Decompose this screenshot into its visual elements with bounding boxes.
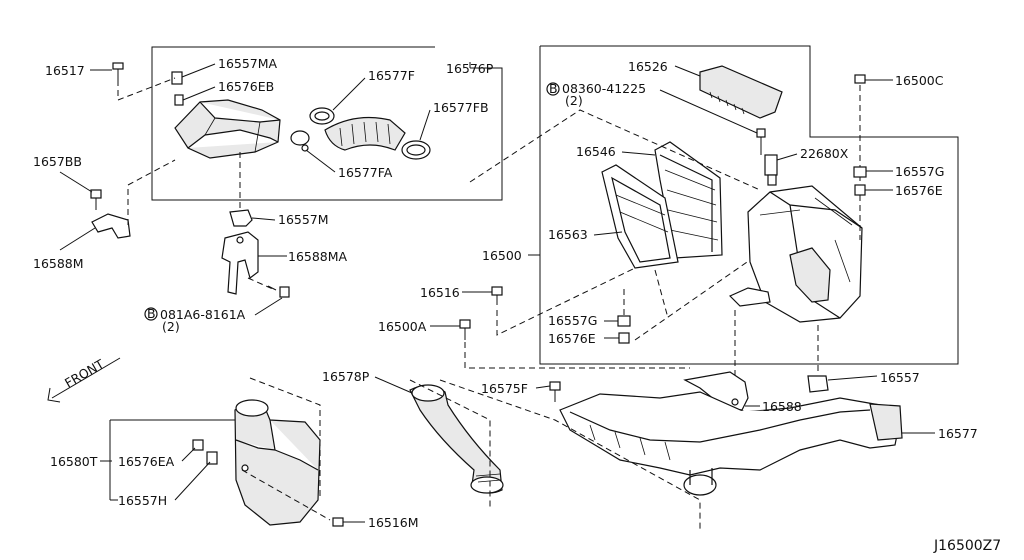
- label-16557MA: 16557MA: [218, 56, 278, 71]
- bolt-16516[interactable]: [491, 286, 503, 305]
- label-16576E-right: 16576E: [895, 183, 943, 198]
- bracket-16588[interactable]: [683, 371, 749, 411]
- label-16557H: 16557H: [118, 493, 167, 508]
- filter-cover-16526[interactable]: [699, 65, 783, 119]
- label-16577FA: 16577FA: [338, 165, 393, 180]
- duct-16578P[interactable]: [409, 384, 504, 494]
- bracket-16588M[interactable]: [91, 213, 131, 239]
- label-16557G-right: 16557G: [895, 164, 944, 179]
- label-16575F: 16575F: [481, 381, 528, 396]
- clamp-16577FA[interactable]: [290, 130, 310, 152]
- label-16588M: 16588M: [33, 256, 84, 271]
- label-16500C: 16500C: [895, 73, 944, 88]
- label-16557M: 16557M: [278, 212, 329, 227]
- bolt-081A6[interactable]: [267, 285, 290, 298]
- clamp-16577F[interactable]: [309, 107, 335, 125]
- clip-16500C[interactable]: [854, 74, 866, 84]
- label-081A6-qty: (2): [162, 319, 180, 334]
- label-16576E-left: 16576E: [548, 331, 596, 346]
- bolt-1657BB[interactable]: [90, 189, 102, 210]
- label-16500A: 16500A: [378, 319, 427, 334]
- reference-code: J16500Z7: [933, 538, 1001, 554]
- clamp-right[interactable]: [401, 140, 431, 160]
- label-08360-41225: 08360-41225: [562, 81, 646, 96]
- label-16577: 16577: [938, 426, 978, 441]
- label-16576EA: 16576EA: [118, 454, 175, 469]
- resonator-16580T[interactable]: [234, 399, 321, 526]
- b-mark-left: B: [147, 306, 156, 321]
- grommet-16557G-right[interactable]: [853, 166, 867, 178]
- grommet-16576E-right[interactable]: [854, 184, 866, 196]
- label-16577FB: 16577FB: [433, 100, 489, 115]
- label-16576P: 16576P: [446, 61, 494, 76]
- air-cleaner-body-16500[interactable]: [747, 185, 863, 323]
- inlet-resonator-part[interactable]: [174, 99, 281, 159]
- label-16516M: 16516M: [368, 515, 419, 530]
- label-16546: 16546: [576, 144, 616, 159]
- mount-bracket-small[interactable]: [728, 287, 771, 307]
- group-box-air-cleaner: [539, 45, 959, 365]
- front-arrow-icon: [47, 357, 121, 403]
- b-mark-right: B: [549, 81, 558, 96]
- clip-16557MA[interactable]: [171, 71, 183, 85]
- grommet-16576EA[interactable]: [192, 439, 204, 451]
- clip-16557M[interactable]: [229, 209, 253, 227]
- label-1657BB: 1657BB: [33, 154, 82, 169]
- clip-16557H[interactable]: [206, 451, 218, 465]
- front-label: FRONT: [62, 356, 107, 391]
- label-16563: 16563: [548, 227, 588, 242]
- group-box-inlet: [151, 46, 503, 201]
- grommet-16557G-left[interactable]: [617, 315, 631, 327]
- label-16577F: 16577F: [368, 68, 415, 83]
- intake-duct-16577[interactable]: [559, 391, 903, 496]
- label-16517: 16517: [45, 63, 85, 78]
- label-16576EB: 16576EB: [218, 79, 274, 94]
- frame-16563[interactable]: [601, 164, 679, 269]
- hose-16577FB[interactable]: [324, 116, 406, 151]
- bolt-16575F[interactable]: [549, 381, 561, 402]
- bolt-08360[interactable]: [756, 128, 766, 155]
- label-081A6-8161A: 081A6-8161A: [160, 307, 246, 322]
- clip-16557[interactable]: [807, 375, 829, 393]
- bolt-16516M[interactable]: [332, 517, 365, 527]
- bolt-16500A[interactable]: [459, 319, 471, 340]
- label-16580T: 16580T: [50, 454, 98, 469]
- label-16557: 16557: [880, 370, 920, 385]
- label-08360-qty: (2): [565, 93, 583, 108]
- label-16588: 16588: [762, 399, 802, 414]
- label-16500: 16500: [482, 248, 522, 263]
- label-16557G-left: 16557G: [548, 313, 597, 328]
- grommet-16576E-left[interactable]: [618, 332, 630, 344]
- label-16588MA: 16588MA: [288, 249, 348, 264]
- label-16516: 16516: [420, 285, 460, 300]
- bracket-16588MA[interactable]: [221, 231, 259, 295]
- label-16578P: 16578P: [322, 369, 370, 384]
- grommet-16576EB[interactable]: [174, 94, 184, 106]
- label-16526: 16526: [628, 59, 668, 74]
- bolt-16517[interactable]: [112, 62, 124, 80]
- label-22680X: 22680X: [800, 146, 849, 161]
- sensor-22680X[interactable]: [764, 154, 778, 186]
